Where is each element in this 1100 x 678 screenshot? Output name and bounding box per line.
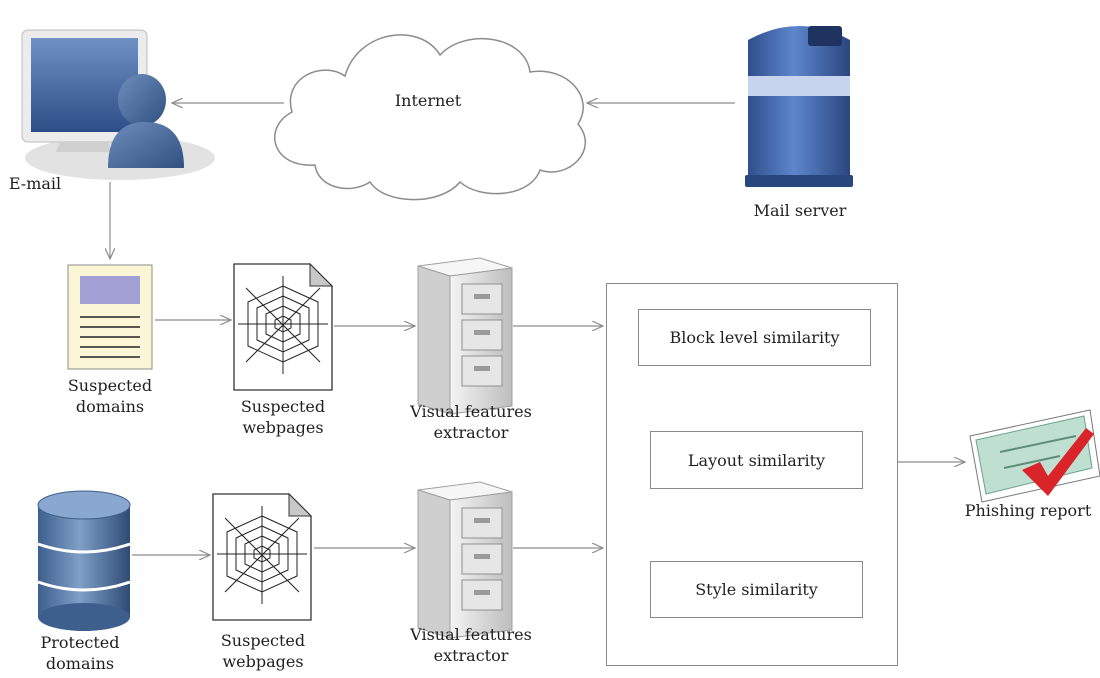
visual-features-extractor-label-top: Visual features extractor — [410, 402, 532, 442]
suspected-webpages-label-bottom: Suspected webpages — [220, 631, 306, 671]
email-document-icon — [67, 264, 153, 370]
suspected-webpages-label-top: Suspected webpages — [240, 397, 326, 437]
style-similarity-box: Style similarity — [650, 561, 863, 618]
arrows — [110, 103, 965, 555]
mail-server-label: Mail server — [753, 201, 847, 220]
visual-features-extractor-label-bottom: Visual features extractor — [410, 625, 532, 665]
spider-web-page-icon — [212, 492, 313, 621]
phishing-report-label: Phishing report — [964, 501, 1092, 520]
phishing-report-icon — [969, 409, 1100, 503]
internet-label: Internet — [394, 91, 462, 110]
server-cabinet-icon — [417, 481, 513, 639]
layout-similarity-box: Layout similarity — [650, 431, 863, 489]
block-level-similarity-box: Block level similarity — [638, 309, 871, 366]
email-label: E-mail — [8, 174, 62, 193]
spider-web-page-icon — [233, 262, 334, 391]
similarity-panel — [606, 283, 898, 666]
user-computer-icon — [21, 29, 215, 180]
protected-domains-label: Protected domains — [40, 633, 120, 673]
suspected-domains-label: Suspected domains — [67, 376, 153, 416]
cloud-icon — [274, 34, 586, 201]
mailbox-icon — [745, 26, 853, 187]
server-cabinet-icon — [417, 257, 513, 415]
database-icon — [37, 490, 131, 631]
